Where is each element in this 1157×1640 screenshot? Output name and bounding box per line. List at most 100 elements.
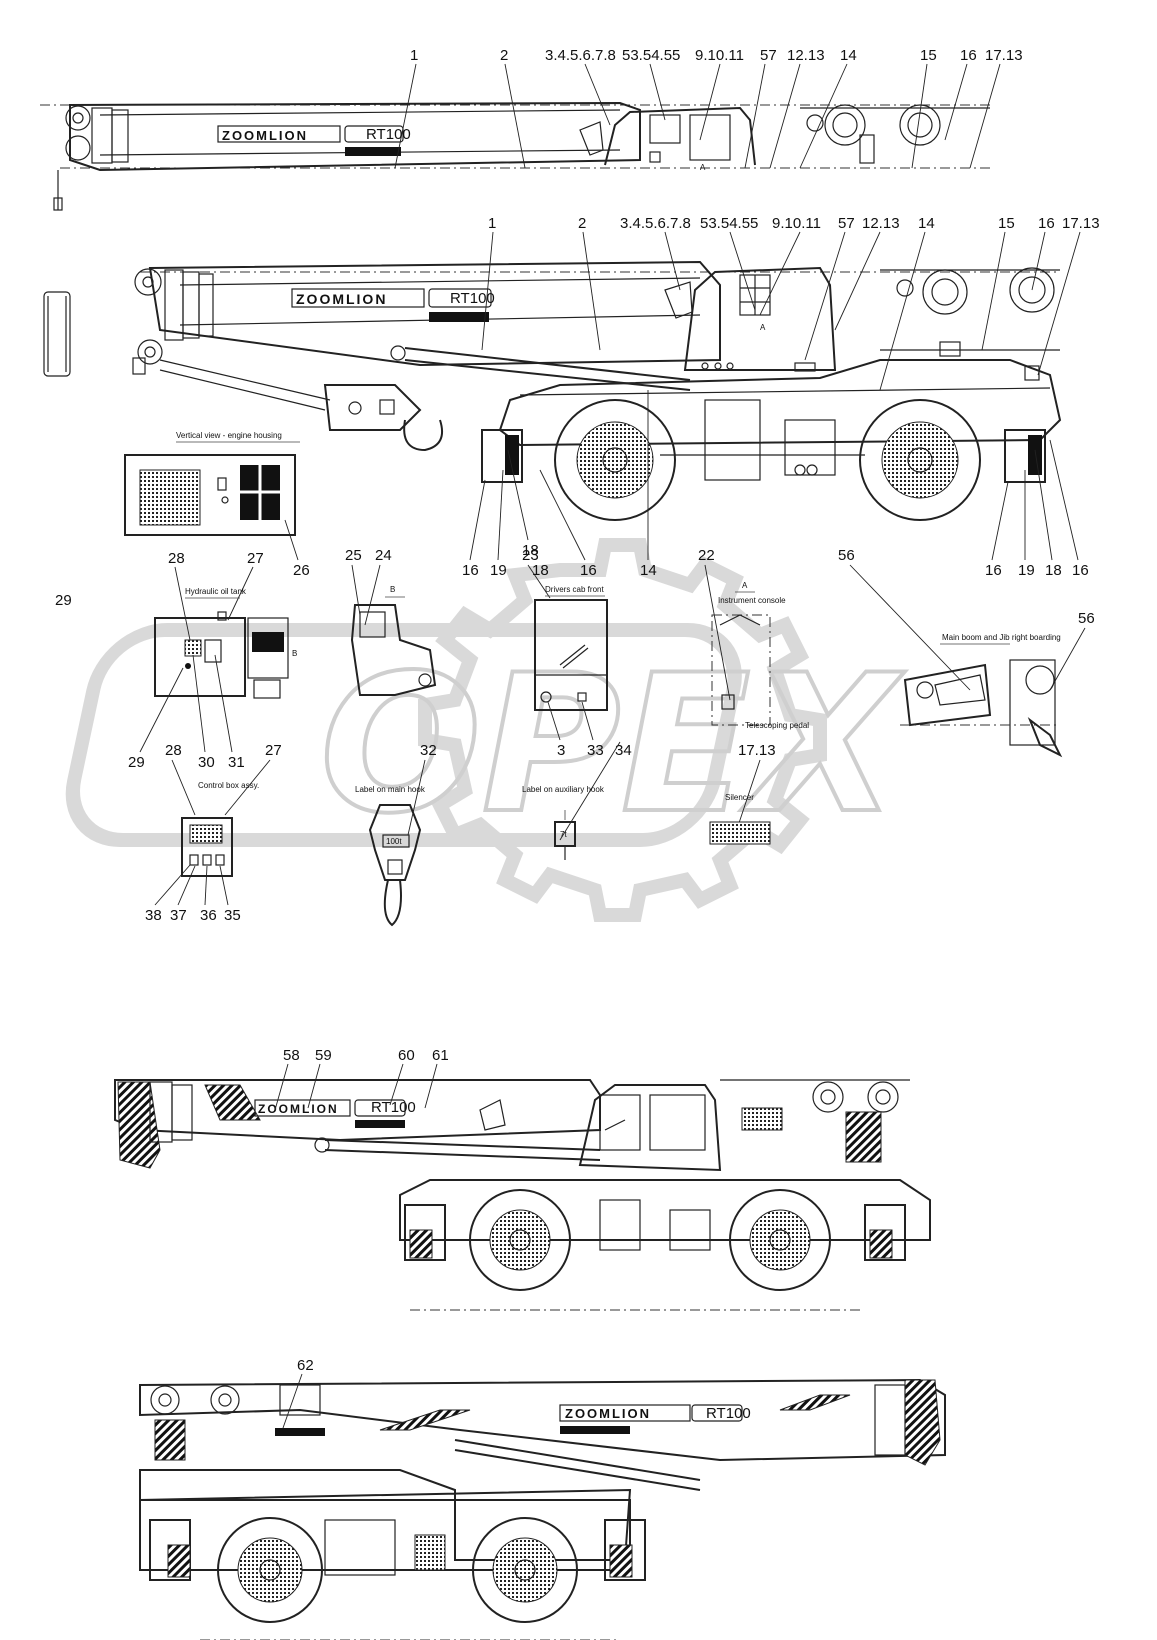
callout: 32 — [420, 742, 437, 759]
silencer-caption: Silencer — [725, 793, 754, 802]
main-hook-label: 100t — [386, 837, 402, 846]
callout: 16 — [1038, 215, 1055, 232]
aux-hook-label: 7t — [560, 830, 567, 839]
section-marker: A — [700, 163, 706, 172]
logo-text: ZOOMLION — [296, 291, 387, 307]
detail-hydraulic-tank: 28 27 Hydraulic oil tank B 29 30 31 — [128, 550, 297, 771]
control-box-caption: Control box assy. — [198, 781, 259, 790]
callout: 29 — [128, 754, 145, 771]
section-marker: B — [292, 649, 297, 658]
callout: 17.13 — [1062, 215, 1100, 232]
callout: 19 — [490, 562, 507, 579]
callout: 22 — [698, 547, 715, 564]
drivers-cab-caption: Drivers cab front — [545, 585, 604, 594]
crane-view-3: ZOOMLION RT100 58 — [114, 1047, 931, 1311]
callout: 53.54.55 — [700, 215, 758, 232]
callout: 56 — [1078, 610, 1095, 627]
side-tag: 29 — [55, 592, 72, 609]
aux-hook-caption: Label on auxiliary hook — [522, 785, 605, 794]
callout: 17.13 — [985, 47, 1023, 64]
callout: 12.13 — [862, 215, 900, 232]
callout: 16 — [462, 562, 479, 579]
callout: 37 — [170, 907, 187, 924]
callout: 12.13 — [787, 47, 825, 64]
hydraulic-tank-caption: Hydraulic oil tank — [185, 587, 247, 596]
callout: 16 — [985, 562, 1002, 579]
detail-control-box: 28 27 Control box assy. 38 37 36 35 — [145, 742, 282, 924]
callout: 38 — [145, 907, 162, 924]
callout: 30 — [198, 754, 215, 771]
detail-silencer: 17.13 Silencer — [709, 742, 776, 845]
callout: 57 — [760, 47, 777, 64]
callout: 57 — [838, 215, 855, 232]
callout: 14 — [918, 215, 935, 232]
telescoping-pedal-caption: Telescoping pedal — [745, 721, 809, 730]
callout: 60 — [398, 1047, 415, 1064]
logo-text: ZOOMLION — [222, 128, 308, 143]
main-boom-caption: Main boom and Jib right boarding — [942, 633, 1061, 642]
main-hook-caption: Label on main hook — [355, 785, 426, 794]
callout: 27 — [265, 742, 282, 759]
detail-instrument-console: 22 A Instrument console Telescoping peda… — [698, 547, 809, 730]
callout: 27 — [247, 550, 264, 567]
model-text: RT100 — [706, 1405, 751, 1422]
callout: 34 — [615, 742, 632, 759]
section-marker: A — [742, 581, 748, 590]
instrument-console-caption: Instrument console — [718, 596, 786, 605]
watermark-text: OPEX — [320, 634, 906, 855]
callout: 24 — [375, 547, 392, 564]
callout: 1 — [410, 47, 418, 64]
callout: 59 — [315, 1047, 332, 1064]
callout: 2 — [578, 215, 586, 232]
callout: 3 — [557, 742, 565, 759]
callout: 53.54.55 — [622, 47, 680, 64]
callout: 18 — [1045, 562, 1062, 579]
section-marker: A — [760, 323, 766, 332]
detail-drivers-cab: 23 Drivers cab front 3 33 34 18 — [522, 547, 632, 841]
callout: 28 — [168, 550, 185, 567]
section-marker: B — [390, 585, 395, 594]
detail-main-boom-jib: 56 56 Main boom and Jib right boarding — [838, 547, 1095, 758]
callout: 58 — [283, 1047, 300, 1064]
callout: 2 — [500, 47, 508, 64]
engine-housing-caption: Vertical view - engine housing — [176, 431, 282, 440]
callout: 16 — [1072, 562, 1089, 579]
callout: 3.4.5.6.7.8 — [620, 215, 691, 232]
detail-hook-block: 25 24 B — [345, 547, 437, 696]
callout: 9.10.11 — [695, 47, 744, 64]
callout: 9.10.11 — [772, 215, 821, 232]
crane-view-4: ZOOMLION RT100 62 — [139, 1357, 946, 1640]
callout: 18 — [522, 542, 539, 559]
callout: 1 — [488, 215, 496, 232]
callout: 16 — [960, 47, 977, 64]
callout: 23 — [522, 547, 539, 564]
callout: 33 — [587, 742, 604, 759]
detail-engine-housing: Vertical view - engine housing 26 — [124, 431, 310, 579]
view2-bottom-callouts: 16 19 18 16 14 16 19 18 16 — [462, 390, 1089, 579]
callout: 16 — [580, 562, 597, 579]
model-text: RT100 — [450, 290, 495, 307]
callout: 15 — [998, 215, 1015, 232]
detail-aux-hook: Label on auxiliary hook 7t — [522, 785, 605, 860]
callout: 14 — [840, 47, 857, 64]
crane-view-2: ZOOMLION RT100 — [43, 215, 1100, 579]
detail-main-hook: 32 Label on main hook 100t — [355, 742, 437, 927]
model-text: RT100 — [366, 126, 411, 143]
callout: 15 — [920, 47, 937, 64]
logo-text: ZOOMLION — [565, 1406, 651, 1421]
callout: 18 — [532, 562, 549, 579]
callout: 31 — [228, 754, 245, 771]
callout: 19 — [1018, 562, 1035, 579]
callout: 26 — [293, 562, 310, 579]
crane-view-1: ZOOMLION RT100 1 2 3.4.5.6.7.8 53.54.55 … — [40, 47, 1023, 211]
callout: 25 — [345, 547, 362, 564]
callout: 36 — [200, 907, 217, 924]
model-text: RT100 — [371, 1099, 416, 1116]
logo-text: ZOOMLION — [258, 1102, 339, 1116]
callout: 62 — [297, 1357, 314, 1374]
callout: 35 — [224, 907, 241, 924]
callout: 3.4.5.6.7.8 — [545, 47, 616, 64]
callout: 17.13 — [738, 742, 776, 759]
view2-top-callouts: 1 2 3.4.5.6.7.8 53.54.55 9.10.11 57 12.1… — [481, 215, 1100, 391]
